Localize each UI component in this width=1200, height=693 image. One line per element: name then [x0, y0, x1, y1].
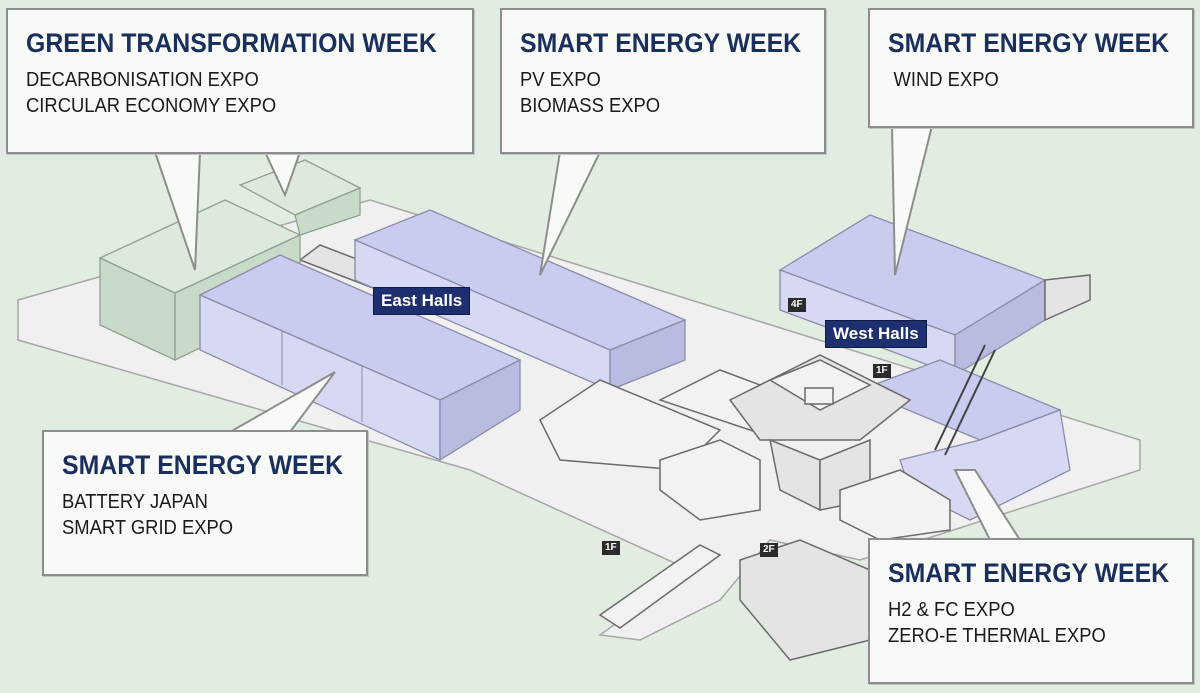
callout-smart-energy-wind: SMART ENERGY WEEK WIND EXPO [868, 8, 1194, 128]
floor-badge-entrance-2f: 2F [760, 543, 778, 557]
expo-circular-economy: CIRCULAR ECONOMY EXPO [26, 95, 277, 117]
expo-zero-e-thermal: ZERO-E THERMAL EXPO [888, 625, 1106, 647]
callout-title: SMART ENERGY WEEK [62, 450, 344, 480]
expo-battery-japan: BATTERY JAPAN [62, 491, 208, 513]
expo-wind: WIND EXPO [893, 69, 999, 91]
callout-smart-energy-h2: SMART ENERGY WEEK H2 & FC EXPO ZERO-E TH… [868, 538, 1194, 684]
east-halls-label: East Halls [373, 287, 471, 315]
callout-items: PV EXPO BIOMASS EXPO [520, 67, 824, 119]
callout-items: H2 & FC EXPO ZERO-E THERMAL EXPO [888, 597, 1192, 649]
expo-h2-fc: H2 & FC EXPO [888, 599, 1015, 621]
callout-title: SMART ENERGY WEEK [520, 28, 802, 58]
floor-badge-east-1f: 1F [602, 541, 620, 555]
callout-title: SMART ENERGY WEEK [888, 28, 1170, 58]
callout-title: GREEN TRANSFORMATION WEEK [26, 28, 437, 58]
callout-items: WIND EXPO [888, 67, 1192, 93]
entrance-plaza [539, 354, 951, 541]
expo-decarbonisation: DECARBONISATION EXPO [26, 69, 259, 91]
floor-badge-west-1f: 1F [873, 364, 891, 378]
callout-title: SMART ENERGY WEEK [888, 558, 1170, 588]
callout-smart-energy-pv: SMART ENERGY WEEK PV EXPO BIOMASS EXPO [500, 8, 826, 154]
bridge-walkway [598, 544, 722, 629]
pointer-pv [539, 151, 602, 276]
callout-smart-energy-battery: SMART ENERGY WEEK BATTERY JAPAN SMART GR… [42, 430, 368, 576]
callout-items: BATTERY JAPAN SMART GRID EXPO [62, 489, 366, 541]
floor-badge-west-4f: 4F [788, 298, 806, 312]
expo-pv: PV EXPO [520, 69, 601, 91]
callout-items: DECARBONISATION EXPO CIRCULAR ECONOMY EX… [26, 67, 472, 119]
expo-biomass: BIOMASS EXPO [520, 95, 661, 117]
west-stair [934, 344, 996, 456]
expo-smart-grid: SMART GRID EXPO [62, 517, 234, 539]
east-halls-block [198, 209, 687, 462]
west-halls-label: West Halls [825, 320, 927, 348]
callout-green-transformation: GREEN TRANSFORMATION WEEK DECARBONISATIO… [6, 8, 474, 154]
